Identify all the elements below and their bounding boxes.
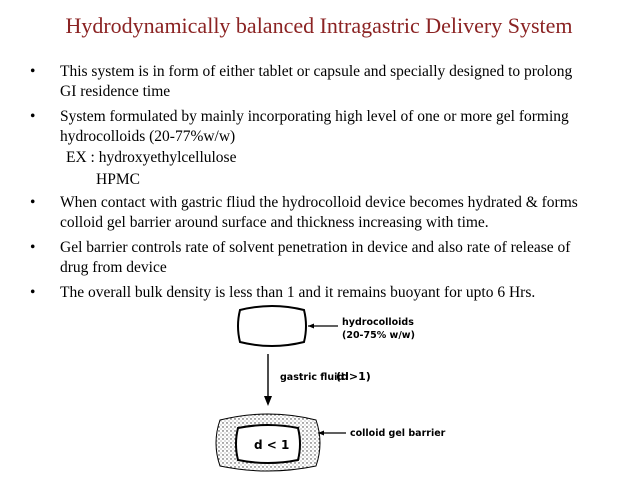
example-line: EX : hydroxyethylcellulose <box>66 149 237 166</box>
bullet-dot: • <box>30 284 36 301</box>
bullet-item: • The overall bulk density is less than … <box>30 283 620 303</box>
label-density-gt: (d>1) <box>336 370 371 383</box>
slide-title: Hydrodynamically balanced Intragastric D… <box>65 13 573 38</box>
bullet-dot: • <box>30 108 36 125</box>
label-percent: (20-75% w/w) <box>342 330 415 341</box>
bullet-list: • This system is in form of either table… <box>30 62 620 309</box>
bullet-text-line: hydrocolloids (20-77%w/w) <box>60 127 236 145</box>
bullet-text-line: System formulated by mainly incorporatin… <box>60 108 569 125</box>
bullet-text-line: Gel barrier controls rate of solvent pen… <box>60 239 571 256</box>
bullet-item: • System formulated by mainly incorporat… <box>30 107 620 146</box>
bullet-dot: • <box>30 239 36 256</box>
label-gastric-fluid: gastric fluid <box>280 372 344 383</box>
bullet-dot: • <box>30 194 36 211</box>
example-line-hpmc: HPMC <box>96 170 140 188</box>
pointer-arrowhead <box>308 323 314 329</box>
hbs-diagram: hydrocolloids (20-75% w/w) gastric fluid… <box>215 305 446 472</box>
bullet-text-line: colloid gel barrier around surface and t… <box>60 213 489 231</box>
bullet-text-line: This system is in form of either tablet … <box>60 63 573 80</box>
label-colloid-gel-barrier: colloid gel barrier <box>350 428 446 439</box>
barrier-pointer-arrowhead <box>318 430 324 436</box>
bullet-text-line: GI residence time <box>60 82 171 100</box>
bullet-text-line: drug from device <box>60 258 167 276</box>
bullet-item: • This system is in form of either table… <box>30 62 620 101</box>
core-tablet-shape <box>235 424 301 464</box>
bullet-text-line: When contact with gastric fliud the hydr… <box>60 194 578 211</box>
dry-tablet-shape <box>237 305 307 347</box>
down-arrow-head <box>264 396 272 406</box>
bullet-dot: • <box>30 63 36 80</box>
label-hydrocolloids: hydrocolloids <box>342 317 414 328</box>
bullet-item: • Gel barrier controls rate of solvent p… <box>30 238 620 277</box>
bullet-item: • When contact with gastric fliud the hy… <box>30 193 620 232</box>
bullet-text-line: The overall bulk density is less than 1 … <box>60 284 536 301</box>
label-density-lt: d < 1 <box>254 438 289 452</box>
